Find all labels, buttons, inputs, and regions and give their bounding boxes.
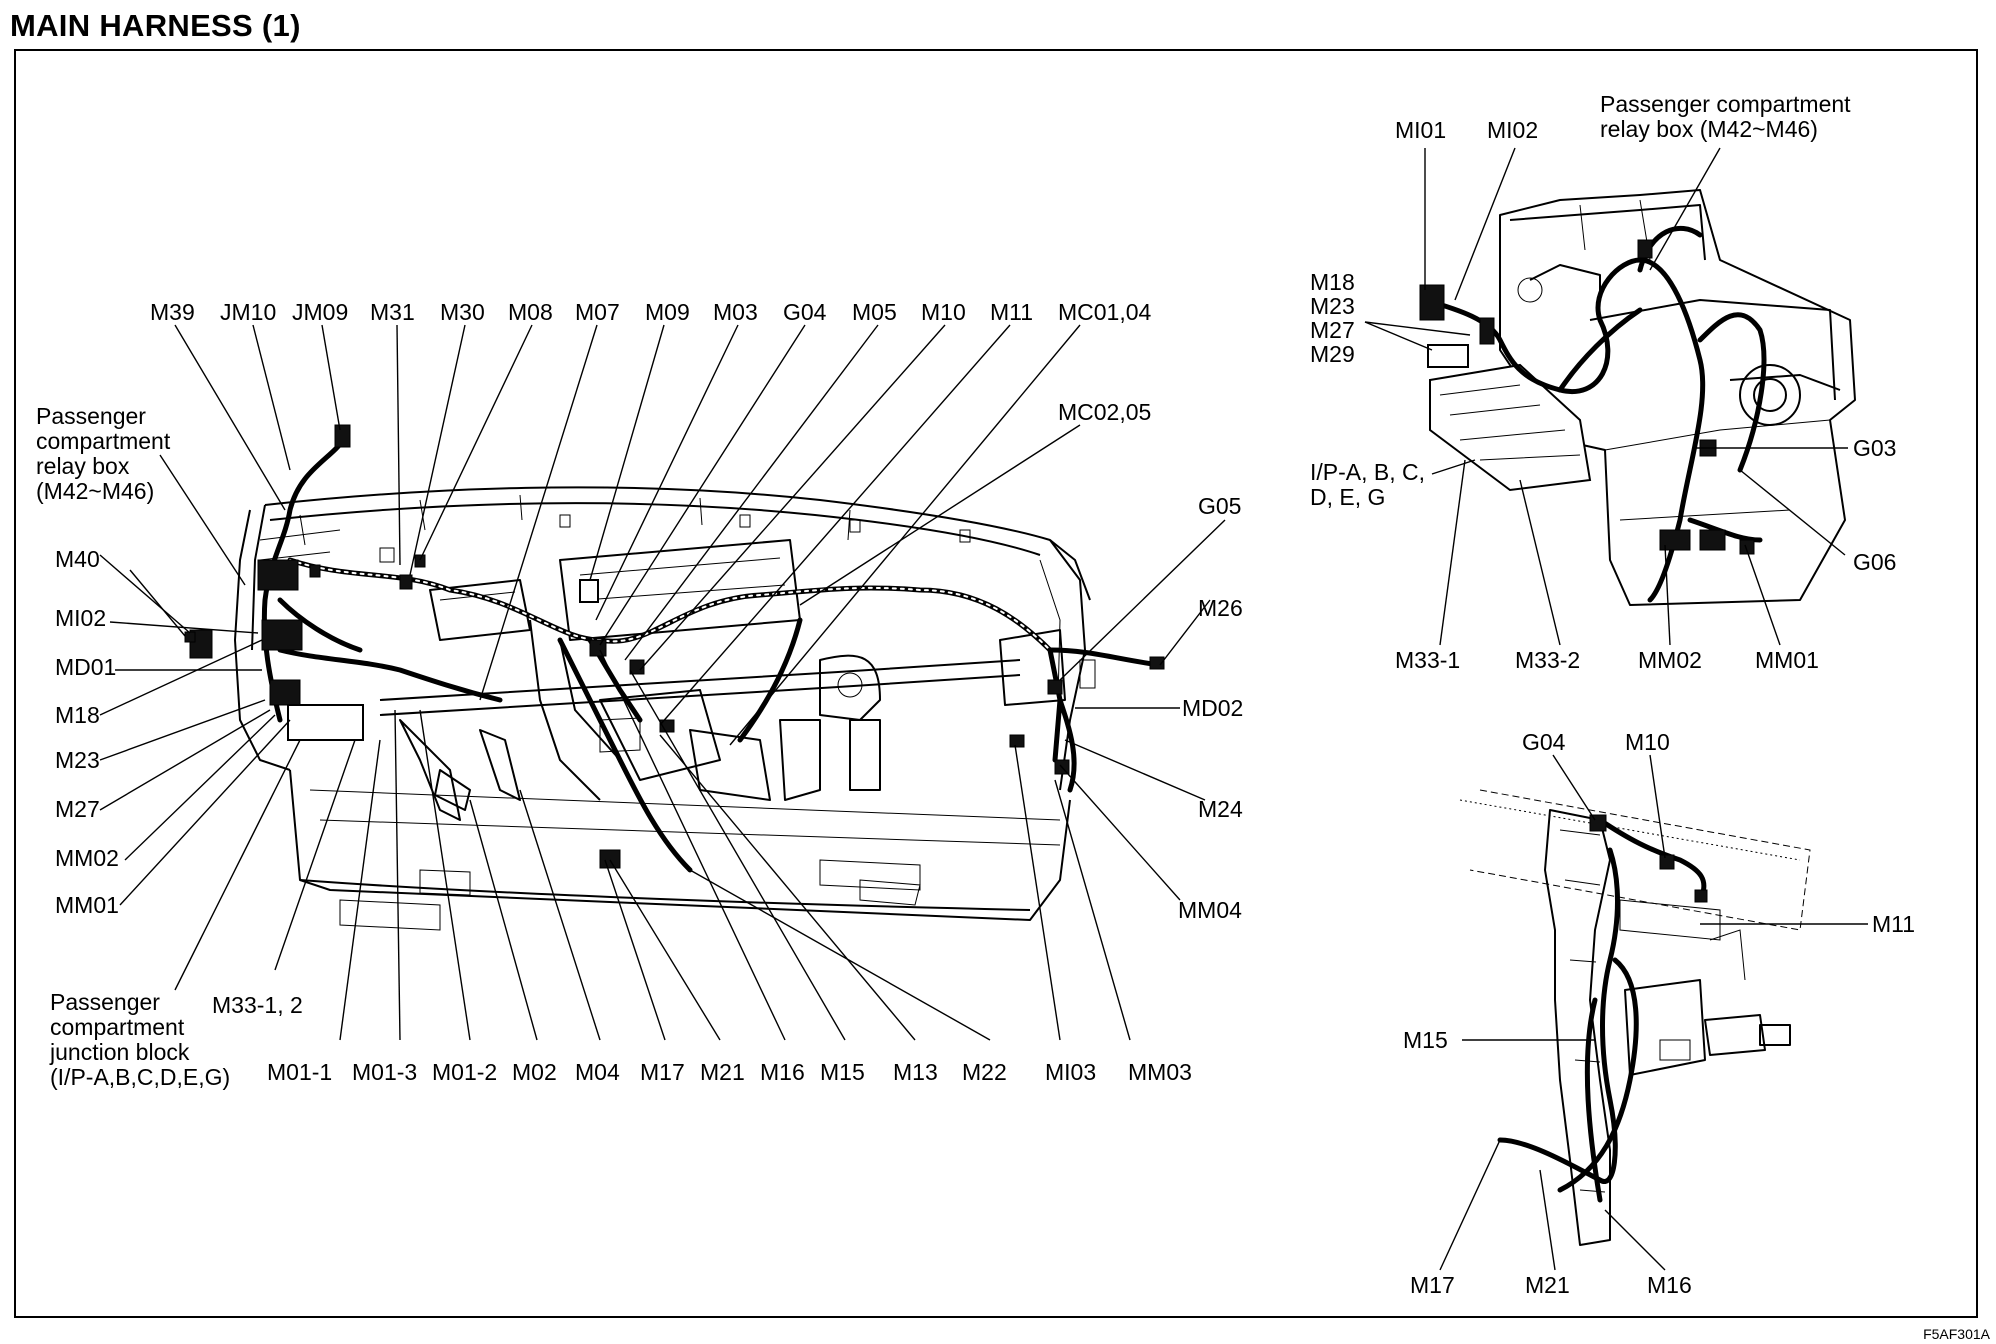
instrument-panel-drawing [234, 486, 1096, 931]
inset1-label-M27: M27 [1310, 317, 1355, 343]
inset1-label-M29: M29 [1310, 341, 1355, 367]
label-M24: M24 [1198, 796, 1243, 822]
inset-steering-column-labels: G04 M10 M11 M15 M17 M21 M16 [1403, 729, 1915, 1298]
label-M21: M21 [700, 1059, 745, 1085]
label-M05: M05 [852, 299, 897, 325]
junction-block-label-line4: (I/P-A,B,C,D,E,G) [50, 1064, 230, 1090]
inset1-label-M18: M18 [1310, 269, 1355, 295]
label-M33-1-2: M33-1, 2 [212, 992, 303, 1018]
label-M07: M07 [575, 299, 620, 325]
main-harness-wiring [184, 424, 1165, 873]
label-MM02: MM02 [55, 845, 119, 871]
label-MD02: MD02 [1182, 695, 1243, 721]
inset1-label-MI01: MI01 [1395, 117, 1446, 143]
main-labels: M39 JM10 JM09 M31 M30 M08 M07 M09 M03 G0… [36, 299, 1243, 1090]
junction-block-label-line3: junction block [49, 1039, 190, 1065]
inset1-label-M23: M23 [1310, 293, 1355, 319]
label-M04: M04 [575, 1059, 620, 1085]
label-MI03: MI03 [1045, 1059, 1096, 1085]
inset1-ip-label-line1: I/P-A, B, C, [1310, 459, 1425, 485]
inset2-label-M10: M10 [1625, 729, 1670, 755]
label-M10: M10 [921, 299, 966, 325]
inset2-label-M15: M15 [1403, 1027, 1448, 1053]
diagram-title: MAIN HARNESS (1) [10, 8, 301, 43]
junction-block-label-line2: compartment [50, 1014, 185, 1040]
inset1-label-G03: G03 [1853, 435, 1896, 461]
inset1-relay-label-line1: Passenger compartment [1600, 91, 1851, 117]
main-leader-lines [99, 324, 1226, 1041]
label-M01-2: M01-2 [432, 1059, 497, 1085]
label-M08: M08 [508, 299, 553, 325]
label-M13: M13 [893, 1059, 938, 1085]
label-M01-3: M01-3 [352, 1059, 417, 1085]
inset-relay-box-labels: MI01 MI02 Passenger compartment relay bo… [1310, 91, 1896, 673]
label-G04: G04 [783, 299, 827, 325]
label-G05: G05 [1198, 493, 1241, 519]
label-JM10: JM10 [220, 299, 276, 325]
label-JM09: JM09 [292, 299, 348, 325]
label-M27: M27 [55, 796, 100, 822]
label-M09: M09 [645, 299, 690, 325]
inset1-relay-label-line2: relay box (M42~M46) [1600, 116, 1818, 142]
inset2-label-M17: M17 [1410, 1272, 1455, 1298]
relay-box-label-line1: Passenger [36, 403, 146, 429]
label-MM03: MM03 [1128, 1059, 1192, 1085]
label-M39: M39 [150, 299, 195, 325]
inset1-label-MM01: MM01 [1755, 647, 1819, 673]
label-M22: M22 [962, 1059, 1007, 1085]
label-M16: M16 [760, 1059, 805, 1085]
inset2-label-M21: M21 [1525, 1272, 1570, 1298]
label-M30: M30 [440, 299, 485, 325]
diagram-frame [14, 49, 1978, 1318]
relay-box-label-line3: relay box [36, 453, 130, 479]
inset-relay-box-leaders [1364, 147, 1848, 646]
label-M26: M26 [1198, 595, 1243, 621]
label-M03: M03 [713, 299, 758, 325]
label-M15: M15 [820, 1059, 865, 1085]
label-MM01: MM01 [55, 892, 119, 918]
junction-block-label-line1: Passenger [50, 989, 160, 1015]
label-MC01-04: MC01,04 [1058, 299, 1152, 325]
label-M40: M40 [55, 546, 100, 572]
label-MD01: MD01 [55, 654, 116, 680]
label-M23: M23 [55, 747, 100, 773]
inset-relay-box-drawing [1419, 189, 1856, 606]
label-MM04: MM04 [1178, 897, 1242, 923]
label-MC02-05: MC02,05 [1058, 399, 1151, 425]
label-M31: M31 [370, 299, 415, 325]
inset2-label-M11: M11 [1872, 911, 1915, 937]
inset2-label-G04: G04 [1522, 729, 1566, 755]
inset2-label-M16: M16 [1647, 1272, 1692, 1298]
inset1-label-MM02: MM02 [1638, 647, 1702, 673]
inset-steering-column-leaders [1439, 754, 1868, 1271]
inset1-label-M33-1: M33-1 [1395, 647, 1460, 673]
figure-code: F5AF301A [1923, 1326, 1990, 1342]
label-M02: M02 [512, 1059, 557, 1085]
inset-steering-column-drawing [1459, 789, 1811, 1246]
relay-box-label-line4: (M42~M46) [36, 478, 154, 504]
label-M18: M18 [55, 702, 100, 728]
inset1-ip-label-line2: D, E, G [1310, 484, 1385, 510]
inset1-label-MI02: MI02 [1487, 117, 1538, 143]
inset1-label-M33-2: M33-2 [1515, 647, 1580, 673]
label-M01-1: M01-1 [267, 1059, 332, 1085]
relay-box-label-line2: compartment [36, 428, 171, 454]
label-M11: M11 [990, 299, 1033, 325]
label-MI02: MI02 [55, 605, 106, 631]
inset1-label-G06: G06 [1853, 549, 1896, 575]
label-M17: M17 [640, 1059, 685, 1085]
